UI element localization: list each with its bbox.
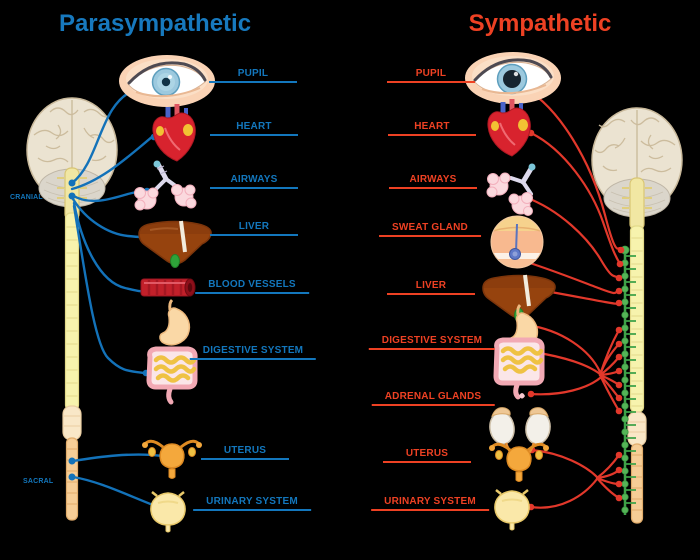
blood-vessel-icon <box>140 278 196 297</box>
label-airways-right: AIRWAYS <box>389 174 477 189</box>
right-liver-icon <box>482 274 556 322</box>
parasympathetic-title: Parasympathetic <box>58 10 252 37</box>
label-uterus-right: UTERUS <box>383 448 471 463</box>
label-heart-right: HEART <box>388 121 476 136</box>
left-liver-icon <box>138 220 212 268</box>
label-adrenal-glands-right: ADRENAL GLANDS <box>371 391 495 406</box>
label-liver-left: LIVER <box>210 221 298 236</box>
label-heart-left: HEART <box>210 121 298 136</box>
right-uterus-icon <box>489 442 549 482</box>
right-digestive-system-icon <box>493 303 545 400</box>
cranial-region-label: CRANIAL <box>10 194 43 201</box>
label-uterus-left: UTERUS <box>201 445 289 460</box>
label-sweat-gland-right: SWEAT GLAND <box>379 222 481 237</box>
label-airways-left: AIRWAYS <box>210 174 298 189</box>
sacral-region-label: SACRAL <box>23 478 54 485</box>
left-airways-icon <box>134 160 197 211</box>
right-heart-icon <box>487 99 531 157</box>
left-heart-icon <box>152 104 196 162</box>
left-urinary-bladder-icon <box>150 491 186 533</box>
left-brain-illustration <box>26 97 118 221</box>
label-liver-right: LIVER <box>387 280 475 295</box>
right-airways-icon <box>486 163 536 216</box>
label-urinary-system-right: URINARY SYSTEM <box>371 496 489 511</box>
label-urinary-system-left: URINARY SYSTEM <box>193 496 311 511</box>
label-pupil-left: PUPIL <box>209 68 297 83</box>
label-pupil-right: PUPIL <box>387 68 475 83</box>
sweat-gland-icon <box>490 215 544 269</box>
label-blood-vessels-left: BLOOD VESSELS <box>195 279 309 294</box>
left-digestive-system-icon <box>146 298 198 405</box>
adrenal-glands-icon <box>489 393 551 457</box>
sympathetic-title: Sympathetic <box>468 10 612 37</box>
right-spinal-cord <box>627 225 647 524</box>
right-eye-icon <box>465 52 561 104</box>
label-digestive-system-right: DIGESTIVE SYSTEM <box>368 335 496 350</box>
left-uterus-icon <box>142 439 202 479</box>
label-digestive-system-left: DIGESTIVE SYSTEM <box>189 345 317 360</box>
left-eye-icon <box>119 55 215 107</box>
right-urinary-bladder-icon <box>494 489 530 531</box>
right-brain-illustration <box>591 107 683 231</box>
